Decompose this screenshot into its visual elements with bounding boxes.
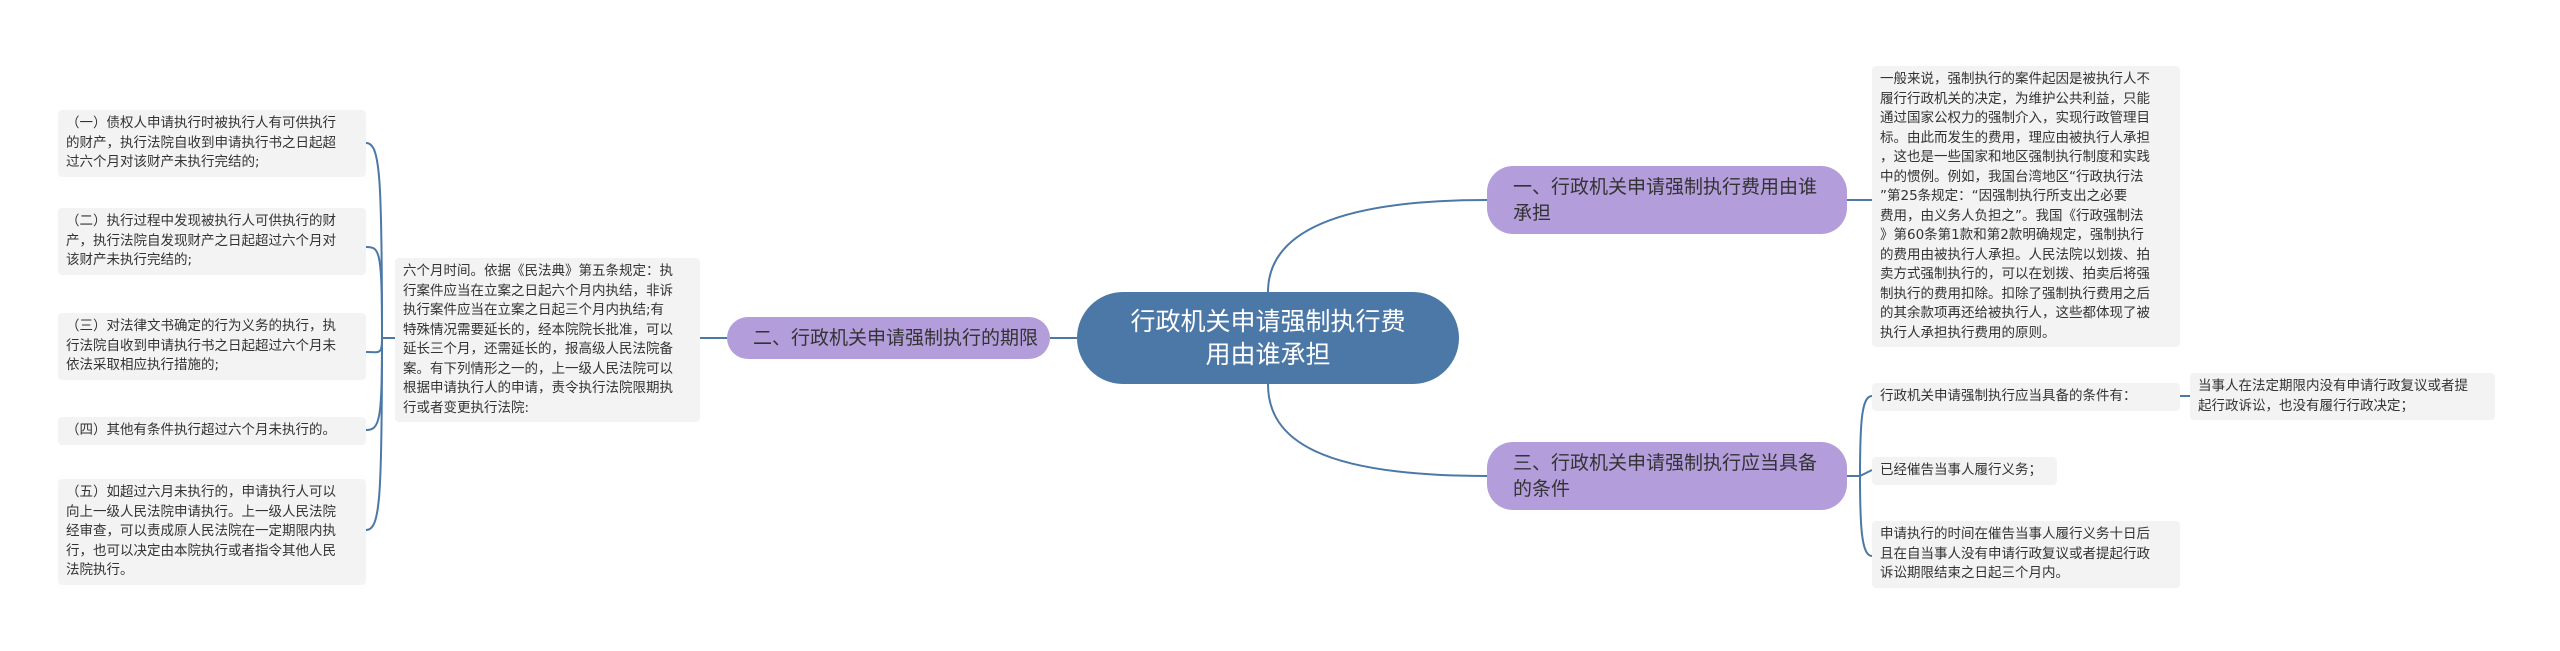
- branch-3-item-2: 已经催告当事人履行义务；: [1872, 457, 2057, 485]
- branch-3-item-1: 行政机关申请强制执行应当具备的条件有：: [1872, 383, 2180, 411]
- branch-2-item-3: （三）对法律文书确定的行为义务的执行，执 行法院自收到申请执行书之日起超过六个月…: [58, 313, 366, 380]
- root-node[interactable]: 行政机关申请强制执行费用由谁承担: [1077, 292, 1459, 384]
- branch-2-item-4: （四）其他有条件执行超过六个月未执行的。: [58, 417, 366, 445]
- branch-node-1[interactable]: 一、行政机关申请强制执行费用由谁承担: [1487, 166, 1847, 234]
- branch-2-item-2: （二）执行过程中发现被执行人可供执行的财 产，执行法院自发现财产之日起超过六个月…: [58, 208, 366, 275]
- branch-node-2[interactable]: 二、行政机关申请强制执行的期限: [727, 317, 1050, 359]
- branch-3-item-3: 申请执行的时间在催告当事人履行义务十日后 且在自当事人没有申请行政复议或者提起行…: [1872, 521, 2180, 588]
- branch-2-item-5: （五）如超过六月未执行的，申请执行人可以 向上一级人民法院申请执行。上一级人民法…: [58, 479, 366, 585]
- branch-3-item-1-sub: 当事人在法定期限内没有申请行政复议或者提 起行政诉讼，也没有履行行政决定；: [2190, 373, 2495, 420]
- branch-3-label: 三、行政机关申请强制执行应当具备的条件: [1513, 452, 1818, 500]
- root-label: 行政机关申请强制执行费用由谁承担: [1130, 307, 1406, 369]
- branch-node-3[interactable]: 三、行政机关申请强制执行应当具备的条件: [1487, 442, 1847, 510]
- branch-1-label: 一、行政机关申请强制执行费用由谁承担: [1513, 176, 1818, 224]
- branch-2-detail: 六个月时间。依据《民法典》第五条规定：执 行案件应当在立案之日起六个月内执结，非…: [395, 258, 700, 422]
- branch-1-detail: 一般来说，强制执行的案件起因是被执行人不 履行行政机关的决定，为维护公共利益，只…: [1872, 66, 2180, 347]
- branch-2-label: 二、行政机关申请强制执行的期限: [753, 327, 1039, 349]
- branch-2-item-1: （一）债权人申请执行时被执行人有可供执行 的财产，执行法院自收到申请执行书之日起…: [58, 110, 366, 177]
